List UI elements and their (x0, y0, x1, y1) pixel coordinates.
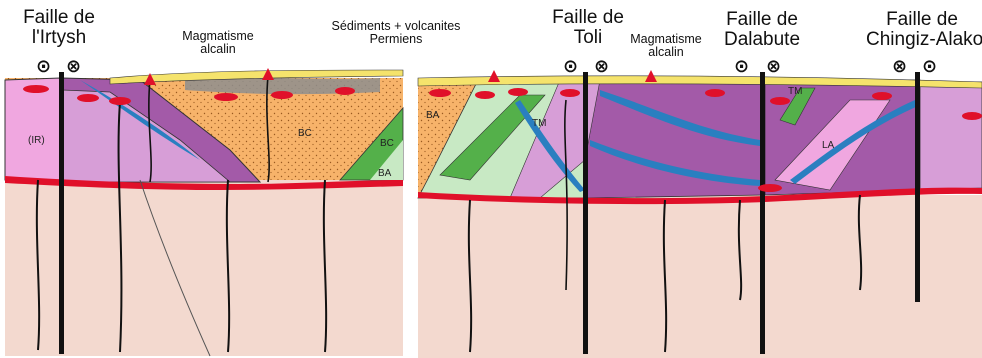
unit-label-la: LA (822, 140, 834, 151)
intrusion (335, 87, 355, 95)
volcano-icon (488, 70, 500, 82)
intrusion (508, 88, 528, 96)
unit-label-ba-left: BA (378, 168, 391, 179)
intrusion (872, 92, 892, 100)
intrusion (214, 93, 238, 101)
dot-symbol-icon: ⊙ (734, 56, 749, 77)
dot-symbol-icon: ⊙ (922, 56, 937, 77)
intrusion (770, 97, 790, 105)
unit-label-tm2: TM (788, 86, 802, 97)
intrusion (429, 89, 451, 97)
intrusion (560, 89, 580, 97)
unit-label-ir: (IR) (28, 135, 45, 146)
dot-symbol-icon: ⊙ (563, 56, 578, 77)
intrusion (271, 91, 293, 99)
dalabute-fault-line (760, 72, 765, 354)
intrusion (758, 184, 782, 192)
intrusion (705, 89, 725, 97)
chingiz-block (920, 82, 982, 190)
ir-block (5, 78, 62, 180)
unit-label-bc2: BC (380, 138, 394, 149)
intrusion (109, 97, 131, 105)
toli-fault-line (583, 72, 588, 354)
right-mantle (418, 195, 982, 358)
unit-label-ba-right: BA (426, 110, 439, 121)
intrusion (962, 112, 982, 120)
irtysh-fault-line (59, 72, 64, 354)
left-panel (5, 68, 403, 356)
cross-symbol-icon: ⊗ (594, 56, 609, 77)
intrusion (475, 91, 495, 99)
cross-symbol-icon: ⊗ (66, 56, 81, 77)
right-panel (418, 70, 982, 358)
cross-symbol-icon: ⊗ (766, 56, 781, 77)
intrusion (77, 94, 99, 102)
chingiz-fault-line (915, 72, 920, 302)
dot-symbol-icon: ⊙ (36, 56, 51, 77)
unit-label-tm: TM (532, 118, 546, 129)
left-mantle (5, 178, 403, 356)
intrusion (23, 85, 49, 93)
unit-label-bc: BC (298, 128, 312, 139)
cross-symbol-icon: ⊗ (892, 56, 907, 77)
